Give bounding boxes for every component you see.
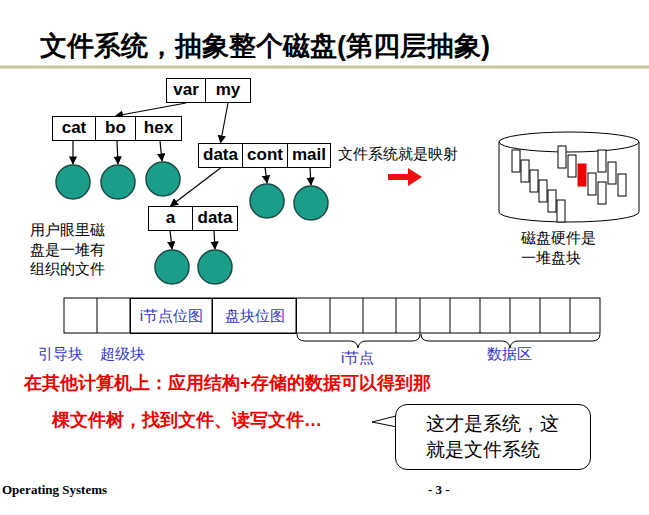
- entry-name: 盘块位图: [225, 308, 285, 325]
- slide-title: 文件系统，抽象整个磁盘(第四层抽象): [40, 28, 490, 64]
- region-label: 数据区: [487, 345, 532, 363]
- entry-name: mail: [292, 146, 326, 165]
- note-text: 文件系统就是映射: [338, 145, 458, 163]
- brace: [297, 334, 600, 348]
- directory-entry: cat: [52, 116, 96, 141]
- entry-name: my: [216, 81, 241, 100]
- entry-name: i节点位图: [140, 308, 203, 325]
- directory-entry: mail: [287, 143, 331, 168]
- callout-box: 这才是系统，这就是文件系统: [395, 404, 591, 470]
- callout-text: 这才是系统，这就是文件系统: [426, 411, 560, 462]
- directory-entry: data: [192, 206, 238, 231]
- entry-name: a: [166, 209, 175, 228]
- directory-entry: var: [166, 78, 206, 103]
- directory-entry: a: [148, 206, 193, 231]
- mapping-arrow: [388, 168, 422, 186]
- title-rule: [0, 66, 649, 69]
- entry-name: cat: [62, 119, 87, 138]
- note-text: 用户眼里磁盘是一堆有组织的文件: [30, 220, 106, 279]
- entry-name: hex: [144, 119, 173, 138]
- entry-name: cont: [247, 146, 283, 165]
- directory-entry: bo: [95, 116, 136, 141]
- directory-entry: data: [198, 143, 243, 168]
- directory-entry: hex: [135, 116, 182, 141]
- tree-arrow: [171, 168, 221, 206]
- region-label: 引导块: [38, 345, 83, 363]
- entry-name: var: [173, 81, 199, 100]
- directory-entry: cont: [242, 143, 288, 168]
- disk-strip: [64, 298, 600, 333]
- region-label: i节点: [341, 349, 374, 367]
- region-label: 超级块: [100, 345, 145, 363]
- note-text: 在其他计算机上：应用结构+存储的数据可以得到那: [24, 373, 431, 395]
- tree-arrow: [116, 103, 187, 116]
- disk-cylinder: [499, 132, 639, 222]
- entry-name: bo: [105, 119, 126, 138]
- note-text: 磁盘硬件是一堆盘块: [521, 228, 597, 267]
- footer-text: - 3 -: [428, 482, 450, 498]
- entry-name: data: [198, 209, 233, 228]
- note-text: 棵文件树，找到文件、读写文件…: [52, 410, 322, 432]
- tree-arrow: [221, 103, 229, 143]
- disk-region: 盘块位图: [212, 298, 297, 334]
- entry-name: data: [203, 146, 238, 165]
- disk-region: i节点位图: [130, 298, 213, 334]
- directory-entry: my: [205, 78, 251, 103]
- footer-text: Operating Systems: [2, 482, 107, 498]
